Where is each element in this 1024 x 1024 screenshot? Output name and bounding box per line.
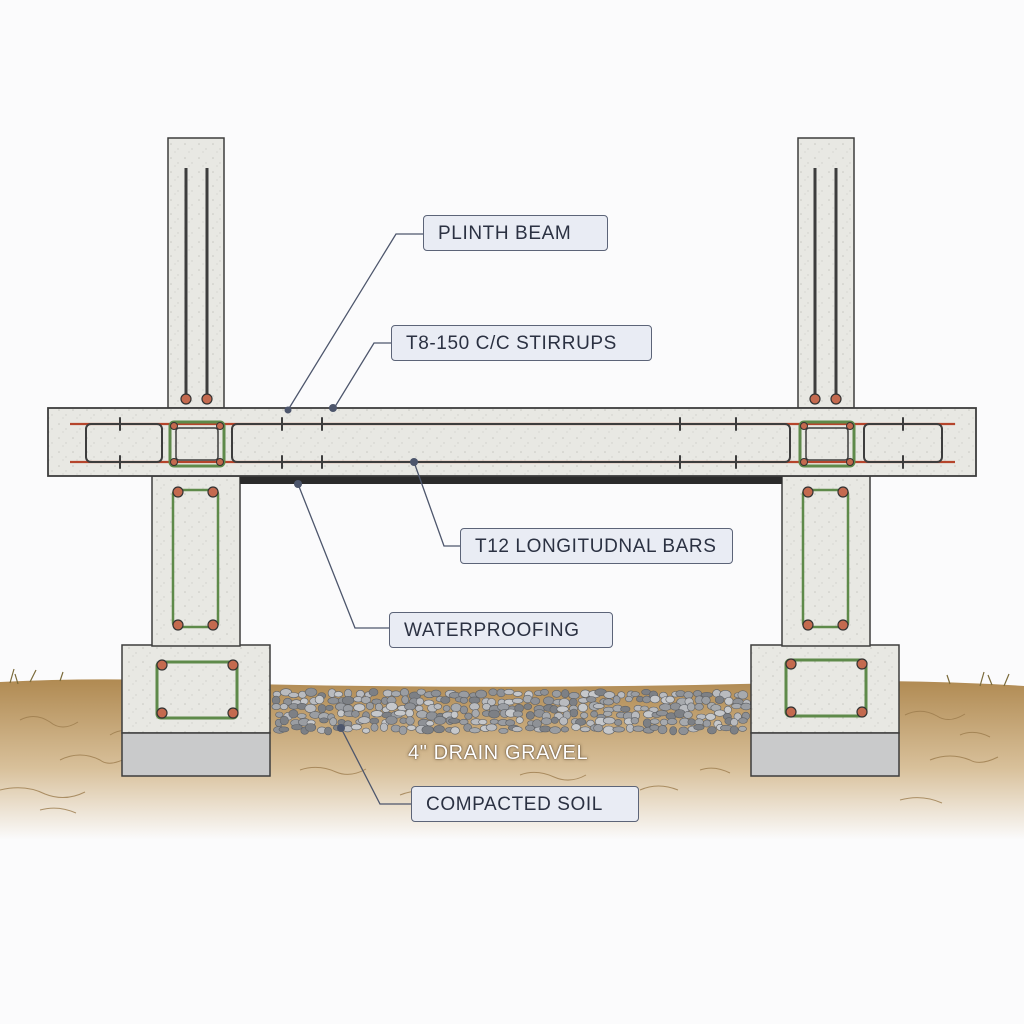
leader-lines [287, 233, 461, 805]
leader-waterproofing [297, 483, 389, 629]
label-drain-gravel: 4" DRAIN GRAVEL [408, 742, 589, 764]
dot-plinth-beam [284, 406, 292, 414]
footing-left [121, 644, 271, 777]
dot-waterproofing [294, 480, 302, 488]
plinth-beam [47, 407, 977, 477]
label-stirrups: T8-150 C/C STIRRUPS [391, 325, 652, 361]
dot-stirrups [329, 404, 337, 412]
column-upper-left [167, 137, 225, 409]
dot-compacted-soil [337, 724, 345, 732]
label-plinth-beam: PLINTH BEAM [423, 215, 608, 251]
column-upper-right [797, 137, 855, 409]
dot-longitudinal-bars [410, 458, 418, 466]
label-compacted-soil: COMPACTED SOIL [411, 786, 639, 822]
leader-dots [284, 404, 418, 732]
column-stub-right [781, 475, 871, 647]
footing-right [750, 644, 900, 777]
leader-plinth-beam [287, 233, 424, 411]
column-stub-left [151, 475, 241, 647]
drain-gravel [271, 687, 752, 736]
waterproofing-layer [240, 475, 782, 484]
label-longitudinal-bars: T12 LONGITUDNAL BARS [460, 528, 733, 564]
leader-compacted-soil [340, 727, 411, 805]
leader-longitudinal-bars [413, 461, 461, 547]
leader-stirrups [332, 342, 392, 411]
label-waterproofing: WATERPROOFING [389, 612, 613, 648]
